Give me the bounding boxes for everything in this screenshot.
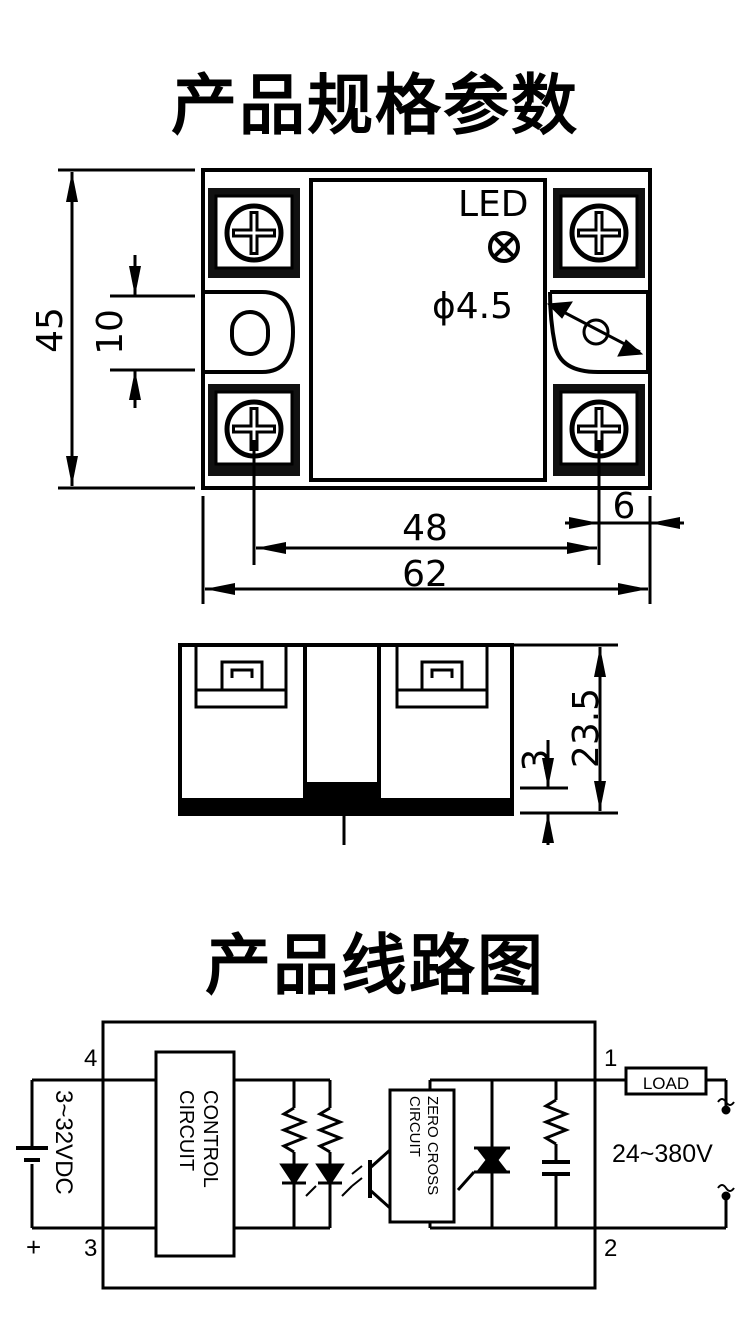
dim-48: [252, 440, 601, 565]
input-voltage-label: 3~32VDC: [50, 1090, 77, 1195]
output-wiring: [428, 1078, 728, 1230]
top-view: [201, 168, 652, 490]
terminal-top-left: [208, 188, 300, 278]
plus-label: +: [26, 1232, 41, 1262]
dim-23-5: [512, 643, 618, 815]
zero-cross-line1: ZERO CROSS: [424, 1096, 441, 1195]
dim-10: [110, 255, 195, 408]
dim-10-label: 10: [90, 309, 131, 355]
center-cover: [309, 178, 547, 482]
zero-cross-line2: CIRCUIT: [406, 1096, 423, 1157]
circuit-frame: [101, 1020, 597, 1290]
pin-4-label: 4: [84, 1045, 97, 1072]
ac-source-symbol: [717, 1098, 735, 1201]
pin-2-label: 2: [604, 1235, 617, 1262]
pin-3-label: 3: [84, 1235, 97, 1262]
control-block-line2: CIRCUIT: [175, 1090, 197, 1171]
circuit-title: 产品线路图: [205, 927, 545, 1004]
spec-title: 产品规格参数: [171, 67, 579, 144]
dim-48-label: 48: [402, 508, 448, 549]
dim-3-label: 3: [516, 749, 557, 772]
led-icon: [488, 231, 520, 263]
opto-coupler: [351, 1090, 392, 1222]
slot-hole: [230, 310, 270, 356]
pin-1-label: 1: [604, 1045, 617, 1072]
led-label: LED: [458, 184, 529, 225]
dim-45-label: 45: [30, 307, 71, 353]
control-circuit-block: [154, 1050, 236, 1258]
dim-23-5-label: 23.5: [566, 688, 607, 768]
mount-slot: [203, 290, 296, 374]
zero-cross-block: [388, 1088, 456, 1224]
mount-hook: [548, 290, 650, 374]
control-block-line1: CONTROL: [199, 1090, 221, 1188]
dim-6-label: 6: [613, 486, 636, 527]
side-view: [178, 643, 514, 845]
hole-diameter-label: ϕ4.5: [432, 286, 513, 327]
load-label: LOAD: [643, 1074, 689, 1093]
mount-hole: [546, 301, 644, 357]
indicator-leds: [279, 1080, 353, 1228]
dim-3: [520, 740, 568, 845]
load-box: [624, 1066, 708, 1096]
dim-45: [58, 168, 195, 490]
terminal-top-right: [553, 188, 645, 278]
dim-62: [201, 496, 652, 604]
dim-62-label: 62: [402, 554, 448, 595]
output-voltage-label: 24~380V: [612, 1140, 713, 1168]
